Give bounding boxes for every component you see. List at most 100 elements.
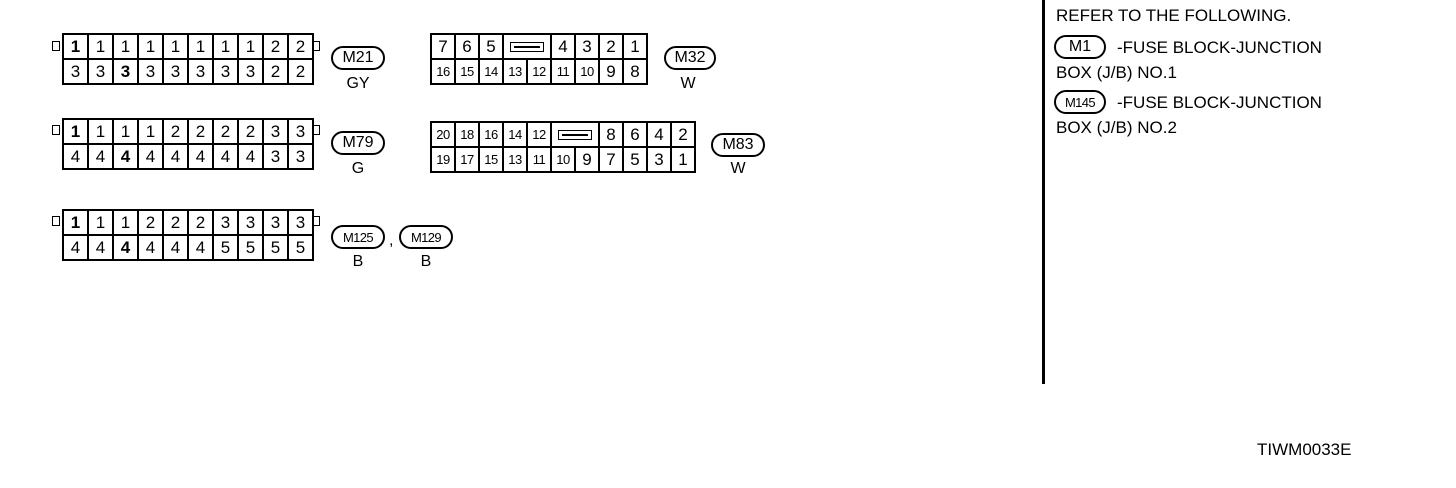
m83-pin: 8 (600, 123, 622, 146)
m83-pin: 5 (624, 148, 646, 171)
m32-pin: 2 (600, 35, 622, 58)
m83-pin: 11 (528, 148, 550, 171)
m79-pin: 1 (89, 120, 112, 143)
notes-heading: REFER TO THE FOLLOWING. (1056, 6, 1292, 25)
m79-pin: 2 (239, 120, 262, 143)
m125_m129-pin: 5 (214, 236, 237, 259)
m79-wire-color: G (351, 160, 365, 177)
m83-pin: 2 (672, 123, 694, 146)
m21-pin: 3 (64, 60, 87, 83)
connector-tag-separator: , (389, 232, 394, 249)
m125_m129-pin: 4 (164, 236, 187, 259)
m21-pin: 2 (289, 35, 312, 58)
m79-pin: 4 (64, 145, 87, 168)
m83-pin: 14 (504, 123, 526, 146)
m79-pin: 2 (189, 120, 212, 143)
vertical-divider (1042, 0, 1045, 384)
m125_m129-pin: 4 (64, 236, 87, 259)
m83-pin: 18 (456, 123, 478, 146)
m125_m129-pin: 4 (114, 236, 137, 259)
m125_m129-pin: 3 (239, 211, 262, 234)
m32-pin: 8 (624, 60, 646, 83)
m79-pin: 4 (164, 145, 187, 168)
m125_m129-pin: 1 (89, 211, 112, 234)
m83-pin: 1 (672, 148, 694, 171)
m32-connector-tag: M32 (664, 46, 716, 70)
m21-pin: 3 (239, 60, 262, 83)
m79-pin: 1 (139, 120, 162, 143)
m79-pin: 2 (214, 120, 237, 143)
m79-pin: 4 (139, 145, 162, 168)
m125_m129-pin: 5 (289, 236, 312, 259)
m129-connector-tag: M129 (399, 225, 453, 249)
m125_m129-pin: 2 (164, 211, 187, 234)
m79-pin: 3 (264, 120, 287, 143)
note-2-line2: BOX (J/B) NO.2 (1056, 118, 1177, 137)
m79-pin: 4 (89, 145, 112, 168)
m125_m129-pin: 3 (264, 211, 287, 234)
m83-pin: 20 (432, 123, 454, 146)
m21-pin: 1 (189, 35, 212, 58)
note-2-tag: M145 (1054, 90, 1106, 114)
m21-pin: 1 (89, 35, 112, 58)
m79-pin: 4 (189, 145, 212, 168)
m79-pin: 1 (64, 120, 87, 143)
m83-pin: 19 (432, 148, 454, 171)
m79-pin: 1 (114, 120, 137, 143)
m83-pin: 12 (528, 123, 550, 146)
m125_m129-pin: 3 (289, 211, 312, 234)
m83-pin: 10 (552, 148, 574, 171)
m79-pin: 4 (114, 145, 137, 168)
note-1-tag: M1 (1054, 35, 1106, 59)
m125_m129-pin: 5 (239, 236, 262, 259)
m21-pin: 3 (214, 60, 237, 83)
m21-pin: 3 (114, 60, 137, 83)
m125_m129-pin: 1 (64, 211, 87, 234)
m21-pin: 1 (64, 35, 87, 58)
m129-wire-color: B (420, 253, 432, 270)
m83-pin: 9 (576, 148, 598, 171)
m83-pin: 4 (648, 123, 670, 146)
m83-pin: 7 (600, 148, 622, 171)
m125_m129-pin: 5 (264, 236, 287, 259)
m83-key-slot (552, 123, 598, 146)
m79-pin: 4 (239, 145, 262, 168)
m21-connector-tag: M21 (331, 46, 385, 70)
m21-pin: 1 (164, 35, 187, 58)
m83-connector-tag: M83 (711, 133, 765, 157)
m83-pin: 6 (624, 123, 646, 146)
m32-pin: 9 (600, 60, 622, 83)
m125_m129-pin: 4 (139, 236, 162, 259)
m83-wire-color: W (730, 160, 746, 177)
m79-connector-tag: M79 (331, 131, 385, 155)
m32-pin: 10 (576, 60, 598, 83)
m21-pin: 3 (89, 60, 112, 83)
m21-pin: 3 (189, 60, 212, 83)
m21-pin: 2 (264, 60, 287, 83)
m79-pin: 3 (289, 145, 312, 168)
m79-pin: 2 (164, 120, 187, 143)
m32-pin: 14 (480, 60, 502, 83)
m32-pin: 16 (432, 60, 454, 83)
m125_m129-pin: 4 (189, 236, 212, 259)
note-1-line2: BOX (J/B) NO.1 (1056, 63, 1177, 82)
m83-pin: 16 (480, 123, 502, 146)
m21-pin: 1 (214, 35, 237, 58)
m32-pin: 3 (576, 35, 598, 58)
m21-pin: 1 (114, 35, 137, 58)
m32-pin: 11 (552, 60, 574, 83)
m21-left-latch (52, 41, 60, 51)
m125-wire-color: B (352, 253, 364, 270)
m125-left-latch (52, 216, 60, 226)
m21-pin: 3 (139, 60, 162, 83)
m32-wire-color: W (680, 75, 696, 92)
m21-pin: 3 (164, 60, 187, 83)
m125_m129-pin: 2 (139, 211, 162, 234)
m32-pin: 4 (552, 35, 574, 58)
m21-pin: 2 (289, 60, 312, 83)
m21-pin: 2 (264, 35, 287, 58)
